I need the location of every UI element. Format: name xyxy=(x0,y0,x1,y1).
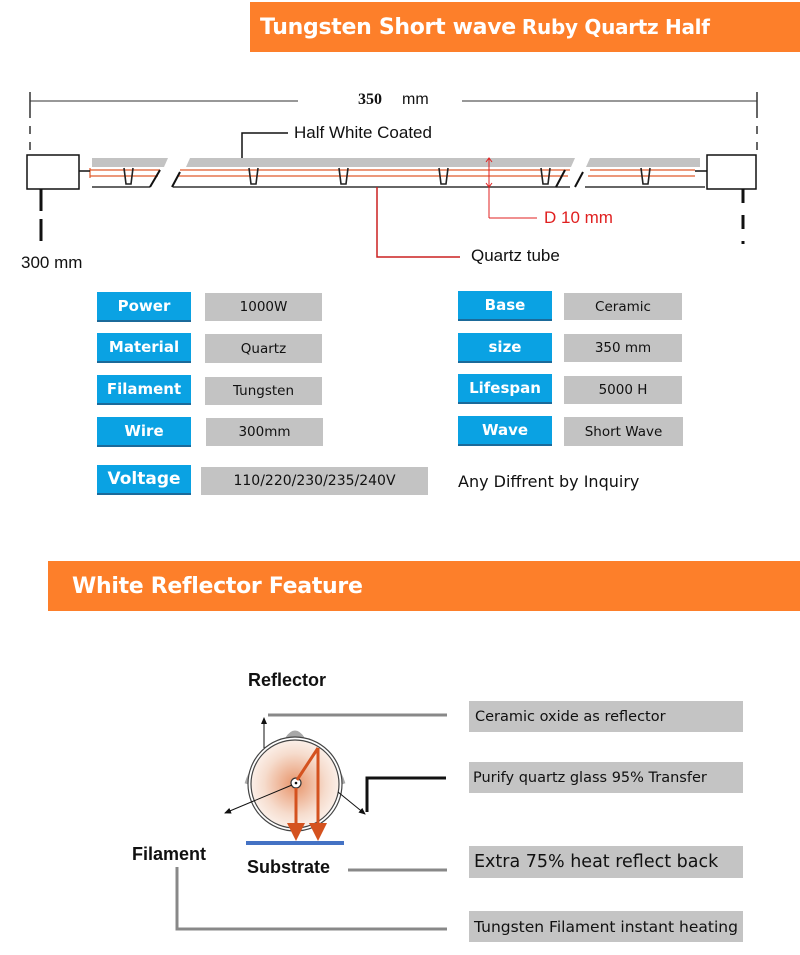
break-marks xyxy=(149,169,584,188)
reflector-label: Reflector xyxy=(248,670,327,690)
filament-dot xyxy=(290,777,302,789)
spec-value-lifespan: 5000 H xyxy=(564,376,682,404)
length-value: 350 xyxy=(358,91,382,108)
spec-value-size: 350 mm xyxy=(564,334,682,362)
inquiry-note: Any Diffrent by Inquiry xyxy=(458,472,640,491)
spec-label-voltage: Voltage xyxy=(97,465,191,495)
substrate-label: Substrate xyxy=(247,857,331,877)
spec-value-material: Quartz xyxy=(205,334,322,363)
spec-label-power: Power xyxy=(97,292,191,322)
tube-leader xyxy=(376,187,460,258)
leader-quartz xyxy=(365,776,446,812)
title-main: Tungsten Short wave xyxy=(260,14,516,40)
spec-value-voltage: 110/220/230/235/240V xyxy=(201,467,428,495)
spec-label-size: size xyxy=(458,333,552,363)
quartz-tube-outer xyxy=(247,736,343,832)
feature-banner: White Reflector Feature xyxy=(48,561,800,611)
heat-rays xyxy=(287,747,327,841)
diameter-label: D 10 mm xyxy=(544,208,613,227)
tube-label: Quartz tube xyxy=(471,246,560,265)
callout-quartz-glass: Purify quartz glass 95% Transfer xyxy=(469,762,743,793)
spec-value-wave: Short Wave xyxy=(564,417,683,446)
filament-supports xyxy=(123,167,651,185)
end-cap-left xyxy=(26,154,80,190)
spec-label-base: Base xyxy=(458,291,552,321)
spec-label-filament: Filament xyxy=(97,375,191,405)
spec-label-lifespan: Lifespan xyxy=(458,374,552,404)
lamp-drawing xyxy=(26,92,758,258)
filament-label: Filament xyxy=(132,844,207,864)
coating-leader xyxy=(241,132,288,158)
spec-value-power: 1000W xyxy=(205,293,322,321)
title-banner: Tungsten Short wave Ruby Quartz Half xyxy=(250,2,800,52)
title-sub: Ruby Quartz Half xyxy=(521,15,710,39)
quartz-tube-inner xyxy=(250,739,340,829)
filament xyxy=(89,168,695,178)
callout-filament-heating: Tungsten Filament instant heating xyxy=(469,911,743,942)
callout-heat-reflect: Extra 75% heat reflect back xyxy=(469,846,743,878)
spec-value-filament: Tungsten xyxy=(205,377,322,405)
length-unit: mm xyxy=(402,91,429,108)
spec-value-base: Ceramic xyxy=(564,293,682,320)
spec-value-wire: 300mm xyxy=(206,418,323,446)
spec-label-wire: Wire xyxy=(97,417,191,447)
quartz-tube xyxy=(89,158,705,188)
end-cap-right xyxy=(706,154,757,190)
coating-label: Half White Coated xyxy=(294,123,432,142)
feature-title: White Reflector Feature xyxy=(72,573,363,599)
callout-reflector: Ceramic oxide as reflector xyxy=(469,701,743,732)
diameter-arrow xyxy=(485,157,537,219)
spec-label-wave: Wave xyxy=(458,416,552,446)
spec-label-material: Material xyxy=(97,333,191,363)
reflector-coating xyxy=(244,745,346,785)
wire-length-label: 300 mm xyxy=(21,253,83,272)
